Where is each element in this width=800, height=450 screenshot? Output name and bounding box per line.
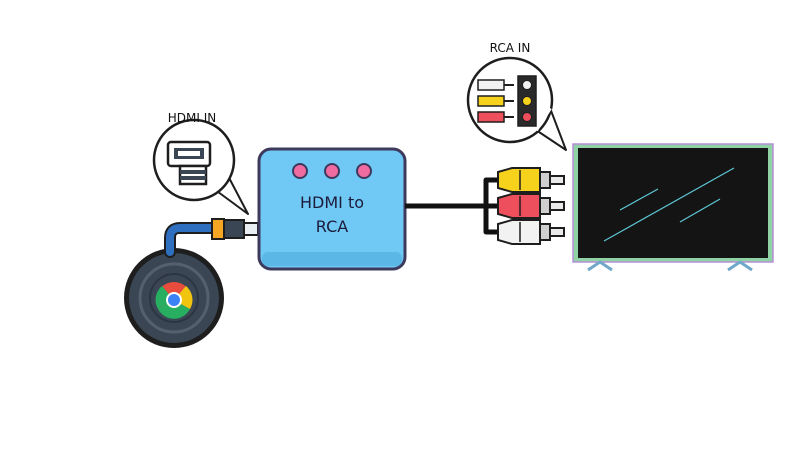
converter-label-line2: RCA <box>316 217 348 236</box>
tv-stand-left <box>587 260 613 272</box>
converter-led-1 <box>292 163 308 179</box>
chrome-logo-icon <box>155 282 193 319</box>
rca-cable <box>405 177 500 235</box>
converter-label-line1: HDMI to <box>300 193 364 212</box>
converter-led-3 <box>356 163 372 179</box>
tv-icon <box>572 143 774 272</box>
hdmi-port-icon <box>166 140 212 186</box>
hdmi-to-rca-converter <box>257 147 407 271</box>
rca-port-icon <box>477 75 537 127</box>
rca-plug-red <box>497 193 565 219</box>
tv-stand-right <box>727 260 753 272</box>
rca-plug-yellow <box>497 167 565 193</box>
rca-plug-white <box>497 219 565 245</box>
hdmi-cable <box>164 222 220 258</box>
converter-led-2 <box>324 163 340 179</box>
hdmi-in-label: HDMI IN <box>168 111 217 125</box>
rca-in-label: RCA IN <box>490 41 531 55</box>
hdmi-plug-icon <box>211 218 259 240</box>
